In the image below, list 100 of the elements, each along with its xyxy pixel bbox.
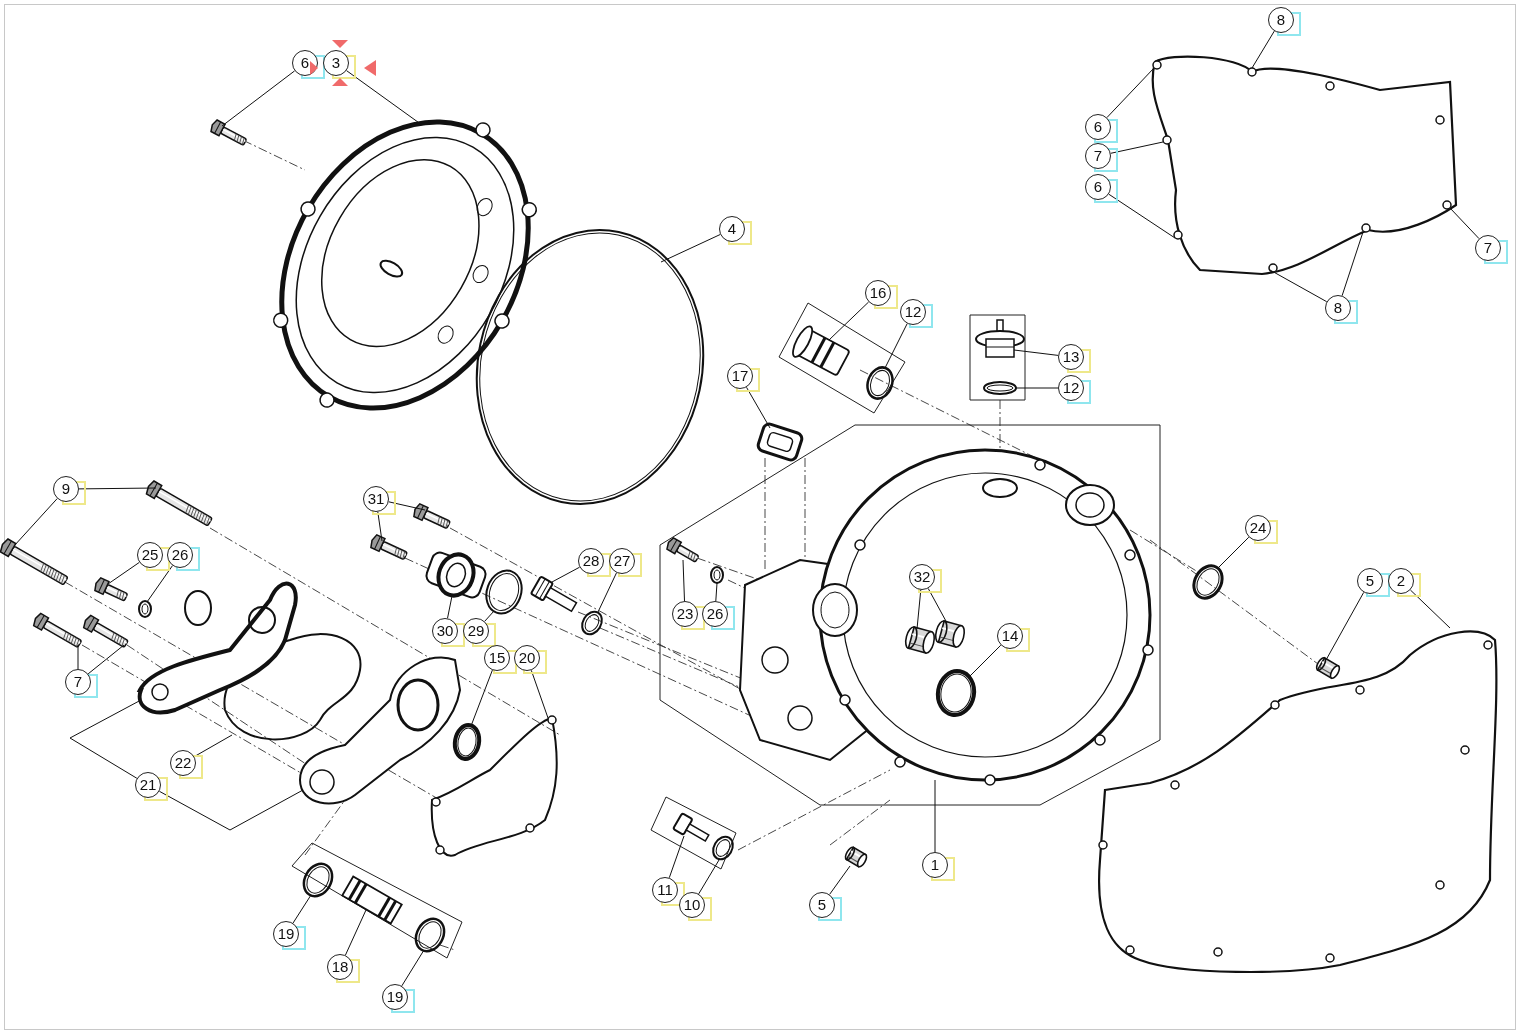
leader-line: [698, 859, 720, 895]
screw-plug-drawing: [975, 319, 1025, 358]
leader-line: [158, 789, 304, 831]
o-ring-drawing: [475, 229, 705, 505]
leader-line: [597, 572, 617, 613]
callout-number: 8: [1268, 7, 1294, 33]
leader-line: [1108, 193, 1176, 239]
callout-number: 5: [809, 892, 835, 918]
callout-number: 13: [1058, 344, 1084, 370]
bolt-drawing: [0, 538, 69, 586]
washer-drawing: [710, 566, 724, 584]
leader-line: [388, 501, 426, 511]
callout-number: 30: [432, 618, 458, 644]
leader-line: [1106, 67, 1155, 119]
leader-line: [1269, 269, 1328, 303]
callout-number: 20: [514, 645, 540, 671]
callout-number: 22: [170, 750, 196, 776]
callout-number: 23: [672, 601, 698, 627]
callout-number: 16: [865, 280, 891, 306]
leader-line: [13, 498, 58, 547]
bolt-drawing: [82, 614, 129, 649]
leader-line: [660, 234, 721, 263]
leader-line: [292, 894, 312, 924]
bolt-drawing: [210, 119, 248, 147]
callout-number: 9: [53, 476, 79, 502]
screw-drawing: [672, 812, 710, 843]
gasket-drawing: [430, 715, 558, 857]
bolt-drawing: [666, 536, 700, 563]
leader-line: [401, 949, 425, 987]
leader-line: [682, 559, 685, 602]
callout-number: 8: [1325, 295, 1351, 321]
bolt-drawing: [94, 576, 129, 602]
oil-seal-drawing: [452, 723, 482, 761]
pump-housing-drawing: [299, 656, 461, 805]
callout-number: 12: [1058, 375, 1084, 401]
leader-line: [551, 566, 581, 583]
leader-line: [1110, 141, 1164, 154]
leader-line: [1449, 207, 1480, 240]
leader-line: [746, 386, 771, 429]
bearing-drawing: [934, 620, 966, 648]
callout-number: 1: [922, 852, 948, 878]
callout-number: 17: [727, 363, 753, 389]
callout-number: 4: [719, 216, 745, 242]
leader-line: [530, 669, 549, 719]
callout-number: 18: [327, 954, 353, 980]
callout-number: 19: [273, 921, 299, 947]
leader-line: [968, 644, 1002, 678]
leader-line: [1013, 349, 1059, 356]
gasket-drawing: [1151, 55, 1458, 276]
bolt-drawing: [413, 502, 451, 530]
bolt-drawing: [145, 480, 213, 527]
leader-line: [77, 644, 79, 670]
callout-number: 19: [382, 984, 408, 1010]
callout-number: 3: [323, 50, 349, 76]
washer-drawing: [712, 835, 734, 861]
leader-line: [1015, 387, 1059, 389]
shaft-drawing: [529, 575, 578, 613]
callout-number: 27: [609, 548, 635, 574]
leader-line: [828, 301, 870, 341]
callout-number: 6: [1085, 114, 1111, 140]
leader-line: [344, 909, 367, 956]
leader-line: [107, 561, 140, 585]
leader-line: [884, 323, 908, 369]
leader-line: [1341, 231, 1364, 297]
bolt-drawing: [370, 533, 408, 561]
callout-number: 29: [463, 618, 489, 644]
leader-line: [146, 565, 173, 603]
callout-number: 31: [363, 486, 389, 512]
washer-drawing: [581, 610, 603, 636]
dowel-drawing: [844, 846, 868, 868]
leader-line: [447, 595, 453, 619]
o-ring-drawing: [414, 917, 446, 953]
leader-line: [470, 669, 493, 727]
oil-seal-drawing: [935, 669, 977, 717]
leader-line: [927, 587, 948, 624]
callout-number: 6: [1085, 174, 1111, 200]
callout-number: 5: [1357, 568, 1383, 594]
leader-line: [1325, 591, 1365, 661]
washer-drawing: [138, 600, 152, 618]
callout-number: 7: [65, 669, 91, 695]
leader-line: [829, 865, 851, 895]
leader-line: [69, 699, 142, 779]
gasket-drawing: [1098, 630, 1498, 974]
callout-number: 28: [578, 548, 604, 574]
o-ring-drawing: [866, 366, 894, 400]
callout-number: 26: [167, 542, 193, 568]
leader-line: [1251, 30, 1275, 69]
o-ring-drawing: [983, 381, 1017, 395]
callout-number: 15: [484, 645, 510, 671]
callout-number: 7: [1085, 143, 1111, 169]
callout-number: 26: [702, 601, 728, 627]
snap-ring-drawing: [1192, 564, 1224, 600]
leader-line: [668, 835, 685, 879]
callout-number: 24: [1245, 515, 1271, 541]
callout-number: 12: [900, 299, 926, 325]
o-ring-drawing: [485, 569, 523, 615]
callout-number: 10: [679, 892, 705, 918]
leader-line: [377, 511, 383, 542]
leader-line: [934, 779, 936, 853]
o-ring-drawing: [302, 862, 334, 898]
